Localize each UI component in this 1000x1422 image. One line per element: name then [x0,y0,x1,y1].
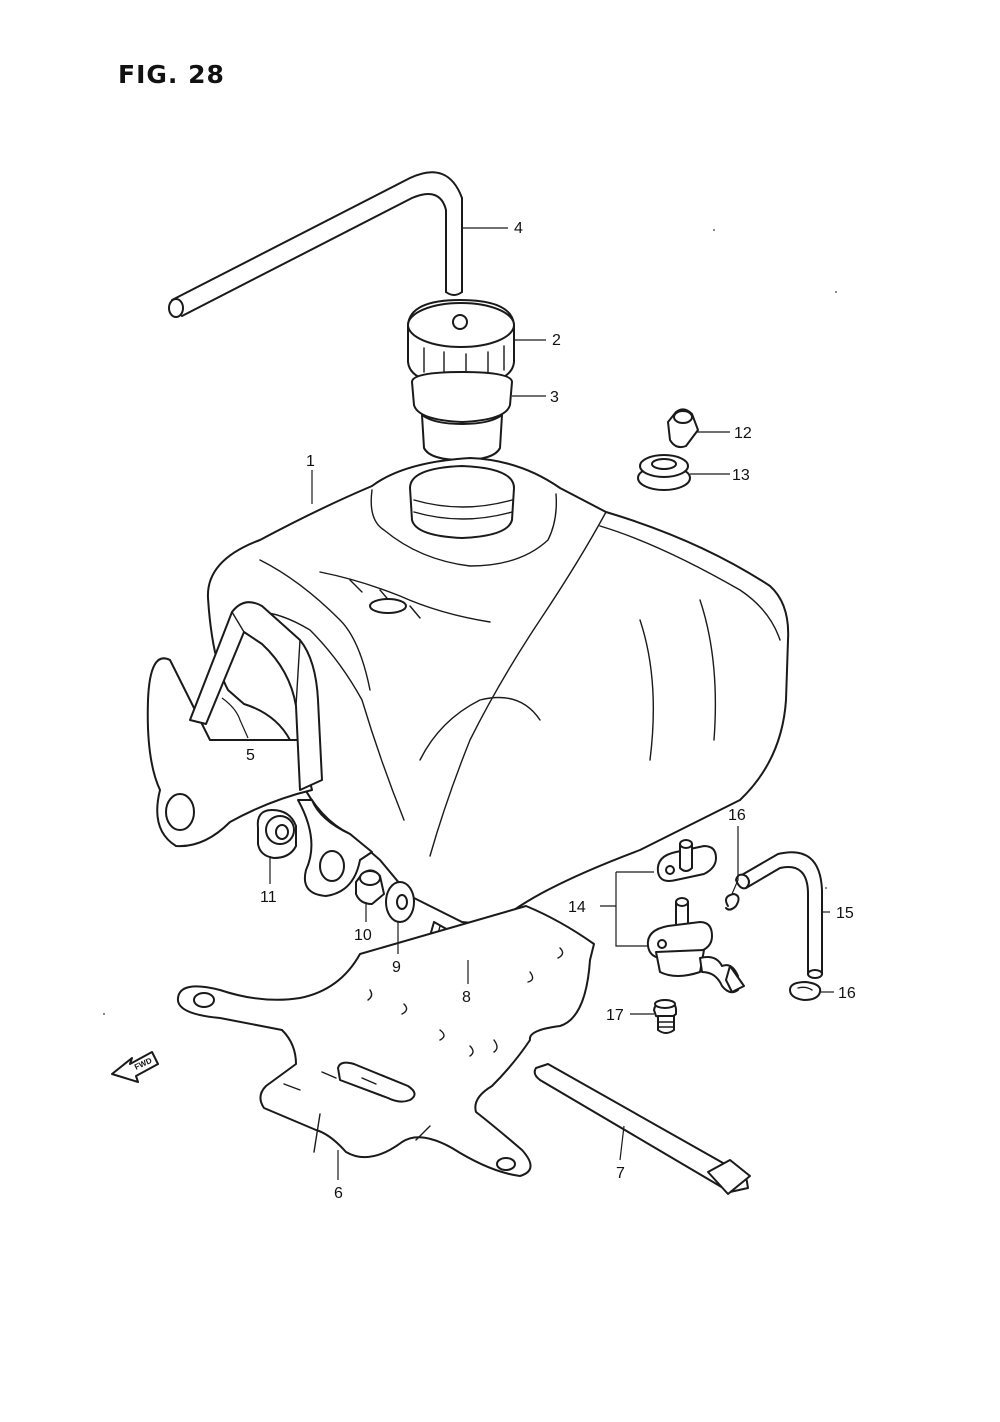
hose-clamp-upper [725,893,740,911]
fuel-tank [206,457,790,924]
breather-hose [168,171,463,318]
callout-10: 10 [354,927,372,944]
callout-13: 13 [732,467,750,484]
callout-labels: 4 2 3 1 5 6 7 8 9 10 11 12 13 14 15 16 1… [246,220,856,1202]
callout-15: 15 [836,905,854,922]
callout-11: 11 [260,889,277,906]
callout-6: 6 [334,1185,343,1202]
callout-12: 12 [734,425,752,442]
callout-7: 7 [616,1165,625,1182]
callout-14: 14 [568,899,586,916]
callout-17: 17 [606,1007,624,1024]
callout-16-upper: 16 [728,807,746,824]
collar [667,408,699,449]
callout-3: 3 [550,389,559,406]
callout-2: 2 [552,332,561,349]
scan-specks [103,229,837,1015]
hose-clamp-lower [789,981,822,1001]
callout-1: 1 [306,453,315,470]
mount-collar [355,869,385,905]
tank-front-lug [146,657,373,897]
callout-4: 4 [514,220,523,237]
callout-16-lower: 16 [838,985,856,1002]
washer [385,881,415,923]
fuel-hose [735,851,823,979]
forward-direction-arrow: FWD [111,1051,159,1083]
callout-8: 8 [462,989,471,1006]
grommet [637,454,691,491]
callout-5: 5 [246,747,255,764]
rubber-cushion [256,809,297,859]
tank-strap [533,1063,751,1195]
filler-gasket [411,371,513,461]
screw [653,999,677,1034]
tank-bracket-plate [176,905,595,1177]
tank-cushion [189,601,323,791]
leader-lines [221,227,834,1180]
figure-title: FIG. 28 [118,60,225,89]
fuel-cock [646,839,745,994]
fuel-cap [407,299,515,387]
callout-9: 9 [392,959,401,976]
